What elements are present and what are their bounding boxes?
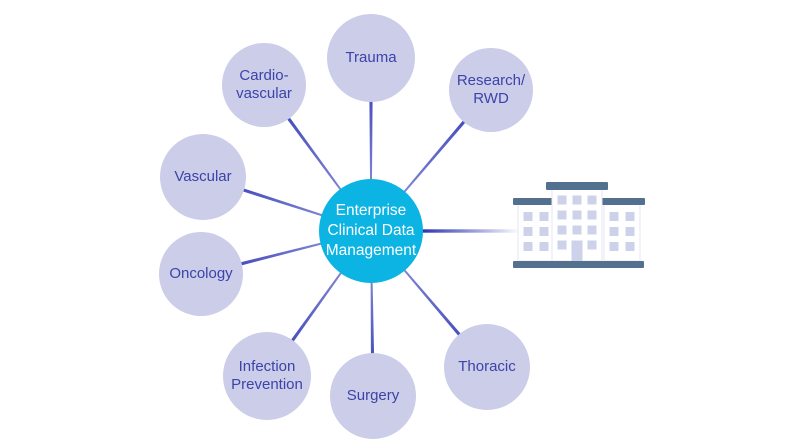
hub-building-connector-line (371, 229, 521, 233)
building-shape (600, 198, 645, 205)
node-circle-research-rwd: Research/ RWD (449, 48, 533, 132)
node-circle-vascular: Vascular (160, 134, 246, 220)
building-shape (539, 227, 549, 236)
building-shape (625, 227, 635, 236)
building-shape (609, 212, 619, 221)
building-shape (603, 203, 641, 262)
building-shape (557, 225, 567, 235)
node-circle-infection-prevention: Infection Prevention (223, 332, 311, 420)
building-shape (572, 210, 582, 220)
building-shape (557, 240, 567, 250)
building-shape (513, 198, 558, 205)
building-shape (587, 210, 597, 220)
building-shape (539, 212, 549, 221)
building-shape (572, 195, 582, 205)
building-shape (523, 212, 533, 221)
building-shape (546, 182, 608, 190)
building-shape (571, 240, 583, 261)
building-shape (587, 225, 597, 235)
building-shape (609, 227, 619, 236)
building-shape (539, 242, 549, 251)
building-shape (609, 242, 619, 251)
node-circle-oncology: Oncology (159, 232, 243, 316)
building-shape (513, 261, 644, 268)
building-shape (557, 210, 567, 220)
hospital-building-icon (513, 182, 645, 268)
building-shape (557, 195, 567, 205)
node-circle-cardiovascular: Cardio- vascular (222, 43, 306, 127)
node-circle-trauma: Trauma (327, 14, 415, 102)
building-shape (587, 240, 597, 250)
building-shape (517, 203, 555, 262)
building-shape (625, 212, 635, 221)
building-shape (587, 195, 597, 205)
building-shape (523, 242, 533, 251)
hub-circle-enterprise-clinical-data-management: Enterprise Clinical Data Management (319, 179, 423, 283)
node-circle-thoracic: Thoracic (444, 324, 530, 410)
building-shape (572, 225, 582, 235)
hub-building-line (371, 229, 521, 233)
building-shape (523, 227, 533, 236)
building-shape (625, 242, 635, 251)
node-circle-surgery: Surgery (330, 353, 416, 439)
